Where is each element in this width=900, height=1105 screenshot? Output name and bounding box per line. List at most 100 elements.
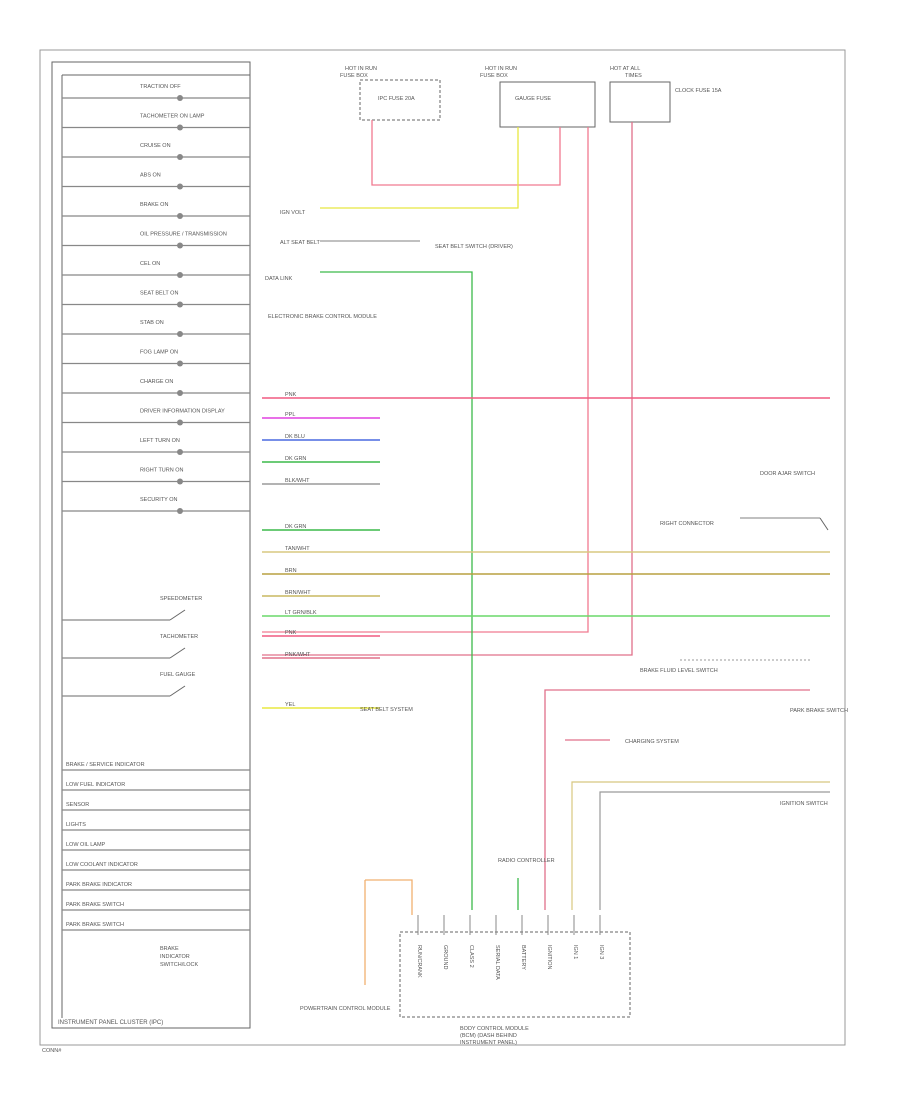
lower-label: LOW OIL LAMP <box>66 842 106 848</box>
label-charging: CHARGING SYSTEM <box>625 739 679 745</box>
indicator-lamp-icon <box>177 419 183 426</box>
indicator-lamp-icon <box>177 360 183 367</box>
wire-color-label: DK GRN <box>285 524 306 530</box>
label-seat-belt: ALT SEAT BELT <box>280 240 320 246</box>
label-park-brake: PARK BRAKE SWITCH <box>790 708 848 714</box>
wire-color-label: PNK <box>285 630 297 636</box>
bcm-pin-label: IGN 3 <box>598 945 604 959</box>
bcm-pin-label: IGNITION <box>546 945 552 969</box>
switch-arm-icon <box>169 685 186 697</box>
bcm-subtitle-2: INSTRUMENT PANEL) <box>460 1040 517 1046</box>
bcm-box <box>399 931 631 1018</box>
indicator-lamp-icon <box>177 183 183 190</box>
wire-color-label: LT GRN/BLK <box>285 610 317 616</box>
wire-color-label: TAN/WHT <box>285 546 310 552</box>
indicator-lamp-icon <box>177 390 183 396</box>
wire-ignition-gry <box>599 791 830 910</box>
fuse-box-1 <box>359 79 441 121</box>
switch-label: TACHOMETER <box>160 634 198 640</box>
indicator-lamp-icon <box>177 478 183 485</box>
bcm-pins: RUN/CRANK GROUND CLASS 2 SERIAL DATA BATTERY… <box>416 915 604 980</box>
fuse-1-sub: FUSE BOX <box>340 73 368 79</box>
fuse-1-title: HOT IN RUN <box>345 66 377 72</box>
label-seat-belt-sys: SEAT BELT SYSTEM <box>360 707 413 713</box>
wire-pcm-orange <box>365 879 413 915</box>
fuse-box-3 <box>609 81 671 123</box>
label-airbag-note: SEAT BELT SWITCH (DRIVER) <box>435 244 513 250</box>
lower-label: PARK BRAKE SWITCH <box>66 902 124 908</box>
indicator-label: CEL ON <box>140 261 160 267</box>
label-pcm: POWERTRAIN CONTROL MODULE <box>300 1006 391 1012</box>
indicator-label: ABS ON <box>140 173 161 179</box>
bcm-title: BODY CONTROL MODULE <box>460 1026 529 1032</box>
fuse-2-sub: FUSE BOX <box>480 73 508 79</box>
indicator-label: STAB ON <box>140 320 164 326</box>
wire-color-label: DK GRN <box>285 456 306 462</box>
indicator-label: TRACTION OFF <box>140 84 181 90</box>
bcm-pin-label: GROUND <box>442 945 448 969</box>
indicator-label: CRUISE ON <box>140 143 171 149</box>
legend-indicator: INDICATOR <box>160 954 190 960</box>
label-brake-fluid: BRAKE FLUID LEVEL SWITCH <box>640 668 718 674</box>
indicator-lamp-icon <box>177 272 183 278</box>
lower-label: PARK BRAKE SWITCH <box>66 922 124 928</box>
indicator-label: OIL PRESSURE / TRANSMISSION <box>140 232 227 238</box>
lower-label: PARK BRAKE INDICATOR <box>66 882 132 888</box>
indicator-label: DRIVER INFORMATION DISPLAY <box>140 409 225 415</box>
lower-label: BRAKE / SERVICE INDICATOR <box>66 762 145 768</box>
indicator-label: CHARGE ON <box>140 379 173 385</box>
indicator-label: TACHOMETER ON LAMP <box>140 114 205 120</box>
wire-clock-feed-pnkwht <box>262 122 633 656</box>
harness-wires: PNK PPL DK BLU DK GRN BLK/WHT DK GRN TAN/WHT BR… <box>262 392 830 709</box>
indicator-label: SECURITY ON <box>140 497 178 503</box>
wire-data-link <box>320 271 473 910</box>
label-door-ajar: DOOR AJAR SWITCH <box>760 471 815 477</box>
wire-fuse-feed-pnk <box>371 120 561 186</box>
bcm-pin-label: BATTERY <box>520 945 526 970</box>
wire-color-label: PPL <box>285 412 295 418</box>
label-ign-volt: IGN VOLT <box>280 210 306 216</box>
indicator-label: RIGHT TURN ON <box>140 468 184 474</box>
bcm-pin-label: IGN 1 <box>572 945 578 959</box>
indicator-label: LEFT TURN ON <box>140 438 180 444</box>
indicator-label: BRAKE ON <box>140 202 168 208</box>
wire-fuse-feed-yel <box>320 127 519 209</box>
bcm-pin-label: RUN/CRANK <box>416 945 422 978</box>
wire-color-label: PNK/WHT <box>285 652 311 658</box>
indicator-lamp-icon <box>177 154 183 160</box>
indicator-lamp-icon <box>177 124 183 131</box>
label-ignition-sw: IGNITION SWITCH <box>780 801 828 807</box>
indicator-label: FOG LAMP ON <box>140 350 178 356</box>
page-reference: CONN# <box>42 1048 62 1054</box>
bcm-pin-label: SERIAL DATA <box>494 945 500 980</box>
wire-color-label: BLK/WHT <box>285 478 310 484</box>
wire-park-brake <box>544 689 810 910</box>
bcm-subtitle: (BCM) (DASH BEHIND <box>460 1033 517 1039</box>
fuse-1-rating: IPC FUSE 20A <box>378 96 415 102</box>
wire-gauge-feed-pnk <box>262 127 589 633</box>
cluster-indicators: TRACTION OFF TACHOMETER ON LAMP CRUISE ON A… <box>62 84 250 514</box>
door-ajar-switch-arm <box>819 517 829 531</box>
wire-color-label: YEL <box>285 702 295 708</box>
label-ep-brake: ELECTRONIC BRAKE CONTROL MODULE <box>268 314 377 320</box>
switch-label: FUEL GAUGE <box>160 672 196 678</box>
label-radio: RADIO CONTROLLER <box>498 858 555 864</box>
indicator-lamp-icon <box>177 449 183 455</box>
indicator-label: SEAT BELT ON <box>140 291 178 297</box>
lower-label: LOW COOLANT INDICATOR <box>66 862 138 868</box>
label-right-connector: RIGHT CONNECTOR <box>660 521 714 527</box>
lower-label: LIGHTS <box>66 822 86 828</box>
bcm-pin-label: CLASS 2 <box>468 945 474 968</box>
wire-color-label: BRN <box>285 568 297 574</box>
indicator-lamp-icon <box>177 213 183 219</box>
indicator-lamp-icon <box>177 508 183 514</box>
wire-color-label: DK BLU <box>285 434 305 440</box>
wire-color-label: PNK <box>285 392 297 398</box>
indicator-lamp-icon <box>177 301 183 308</box>
legend-brake: BRAKE <box>160 946 179 952</box>
wire-color-label: BRN/WHT <box>285 590 311 596</box>
